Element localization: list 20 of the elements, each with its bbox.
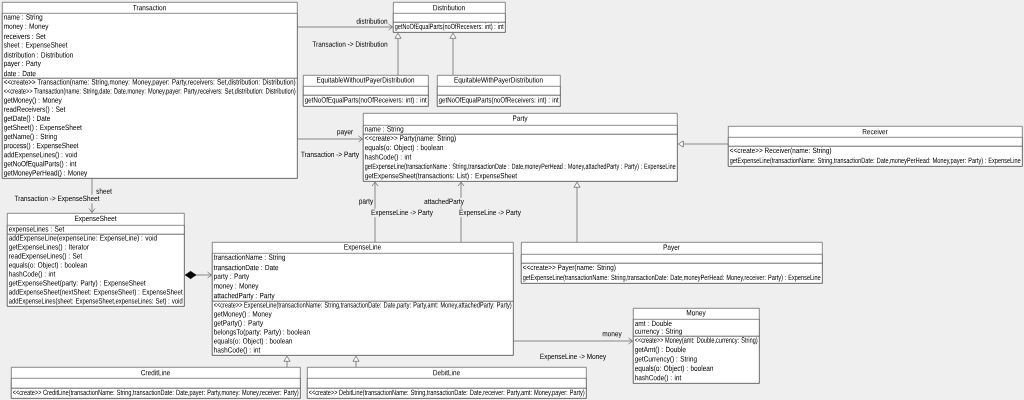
inheritance-arrow (677, 140, 729, 148)
association-arrow (297, 23, 393, 31)
association-arrow (371, 181, 379, 243)
association-arrow (88, 178, 96, 213)
compartment-box (307, 378, 587, 389)
inheritance-arrow (449, 32, 457, 76)
association-arrow (297, 135, 363, 143)
compartment-box (521, 254, 823, 264)
inheritance-arrow (573, 181, 581, 243)
compartment-box (728, 137, 1023, 147)
association-arrow (513, 337, 633, 345)
inheritance-arrow (394, 32, 402, 76)
inheritance-arrow (184, 271, 212, 279)
association-arrow (457, 181, 465, 243)
compartment-box (393, 13, 506, 23)
inheritance-arrow (283, 355, 291, 368)
compartment-box (11, 378, 301, 389)
compartment-box (303, 86, 429, 96)
inheritance-arrow (352, 355, 360, 368)
compartment-box (437, 86, 561, 96)
